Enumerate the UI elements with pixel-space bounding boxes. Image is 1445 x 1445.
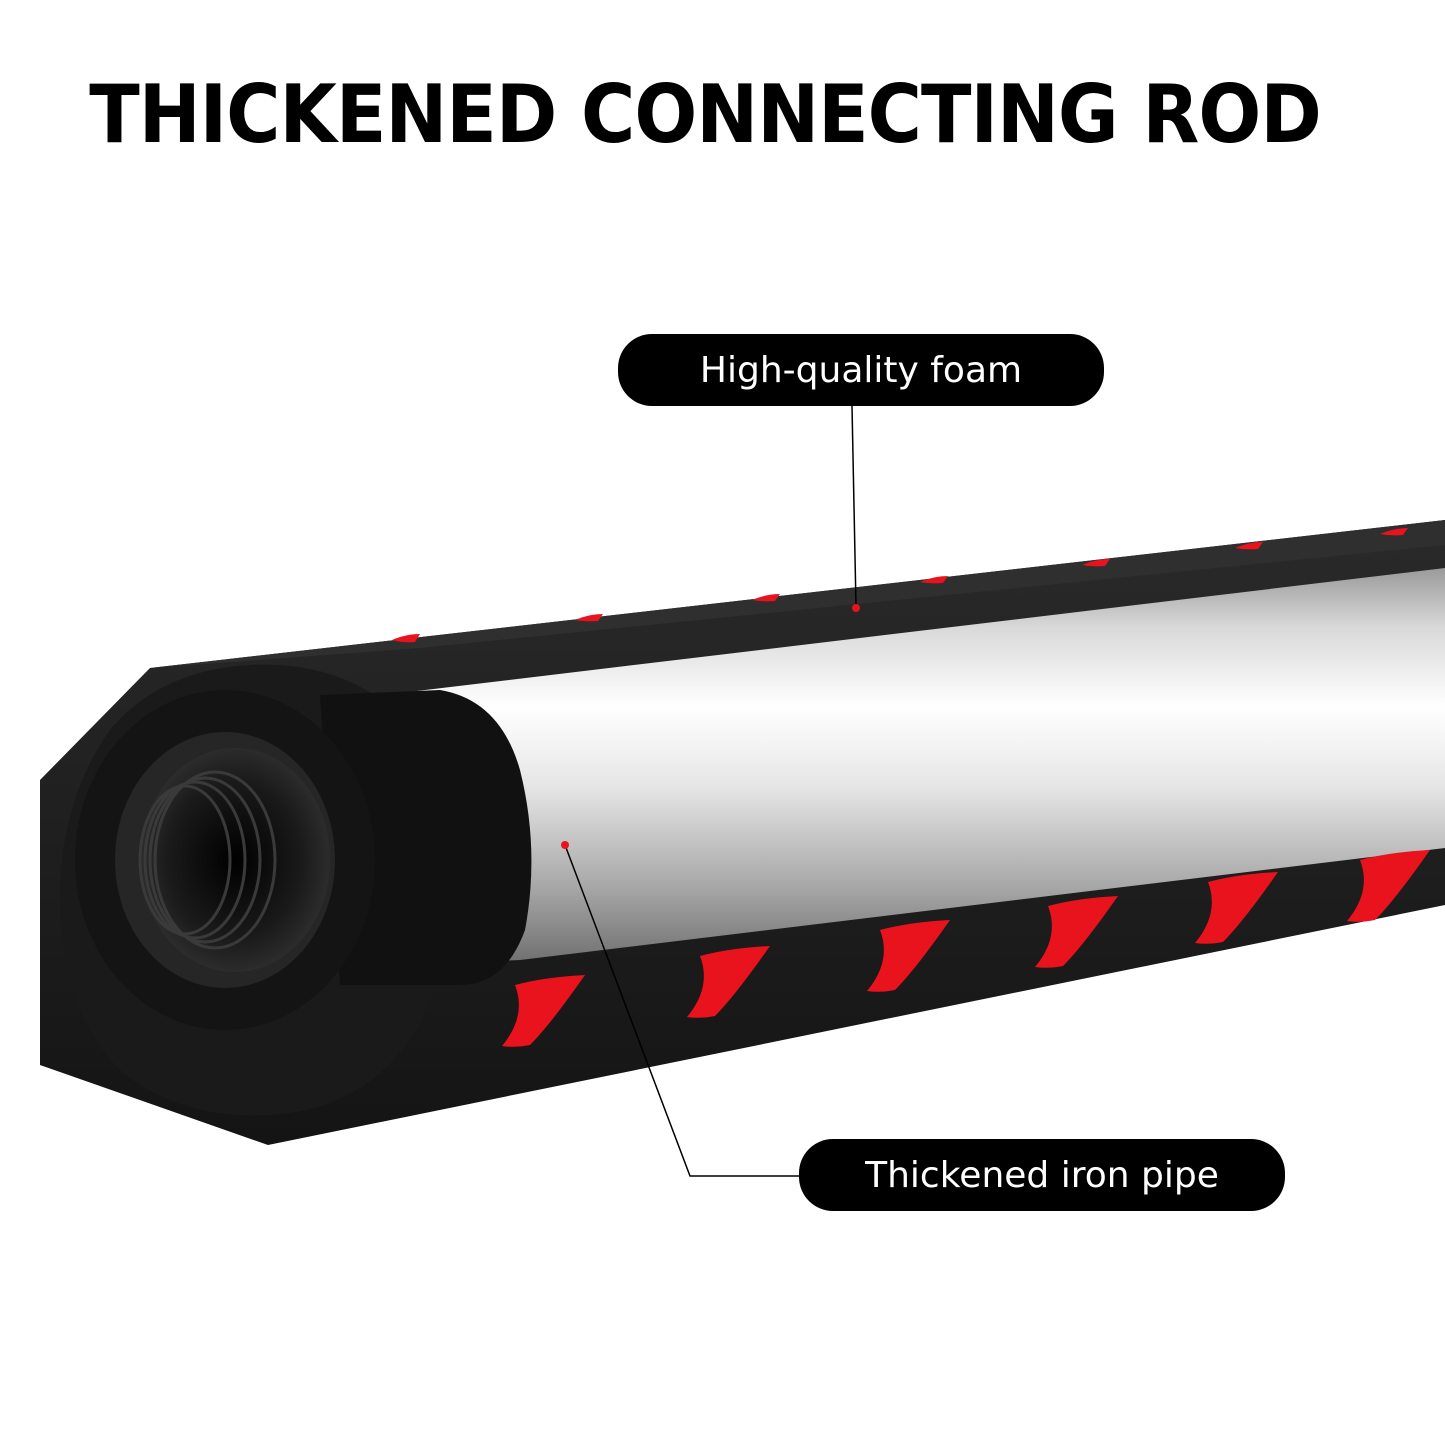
foam-stripes-top bbox=[392, 528, 1408, 643]
iron-pipe bbox=[400, 568, 1445, 965]
callout-pipe: Thickened iron pipe bbox=[799, 1139, 1285, 1211]
callout-foam: High-quality foam bbox=[618, 334, 1104, 406]
leader-lines bbox=[564, 405, 857, 1177]
page-title: THICKENED CONNECTING ROD bbox=[89, 68, 1322, 162]
end-cap bbox=[75, 690, 532, 1030]
marker-dots bbox=[561, 604, 860, 849]
foam-stripes-bottom bbox=[502, 850, 1430, 1047]
